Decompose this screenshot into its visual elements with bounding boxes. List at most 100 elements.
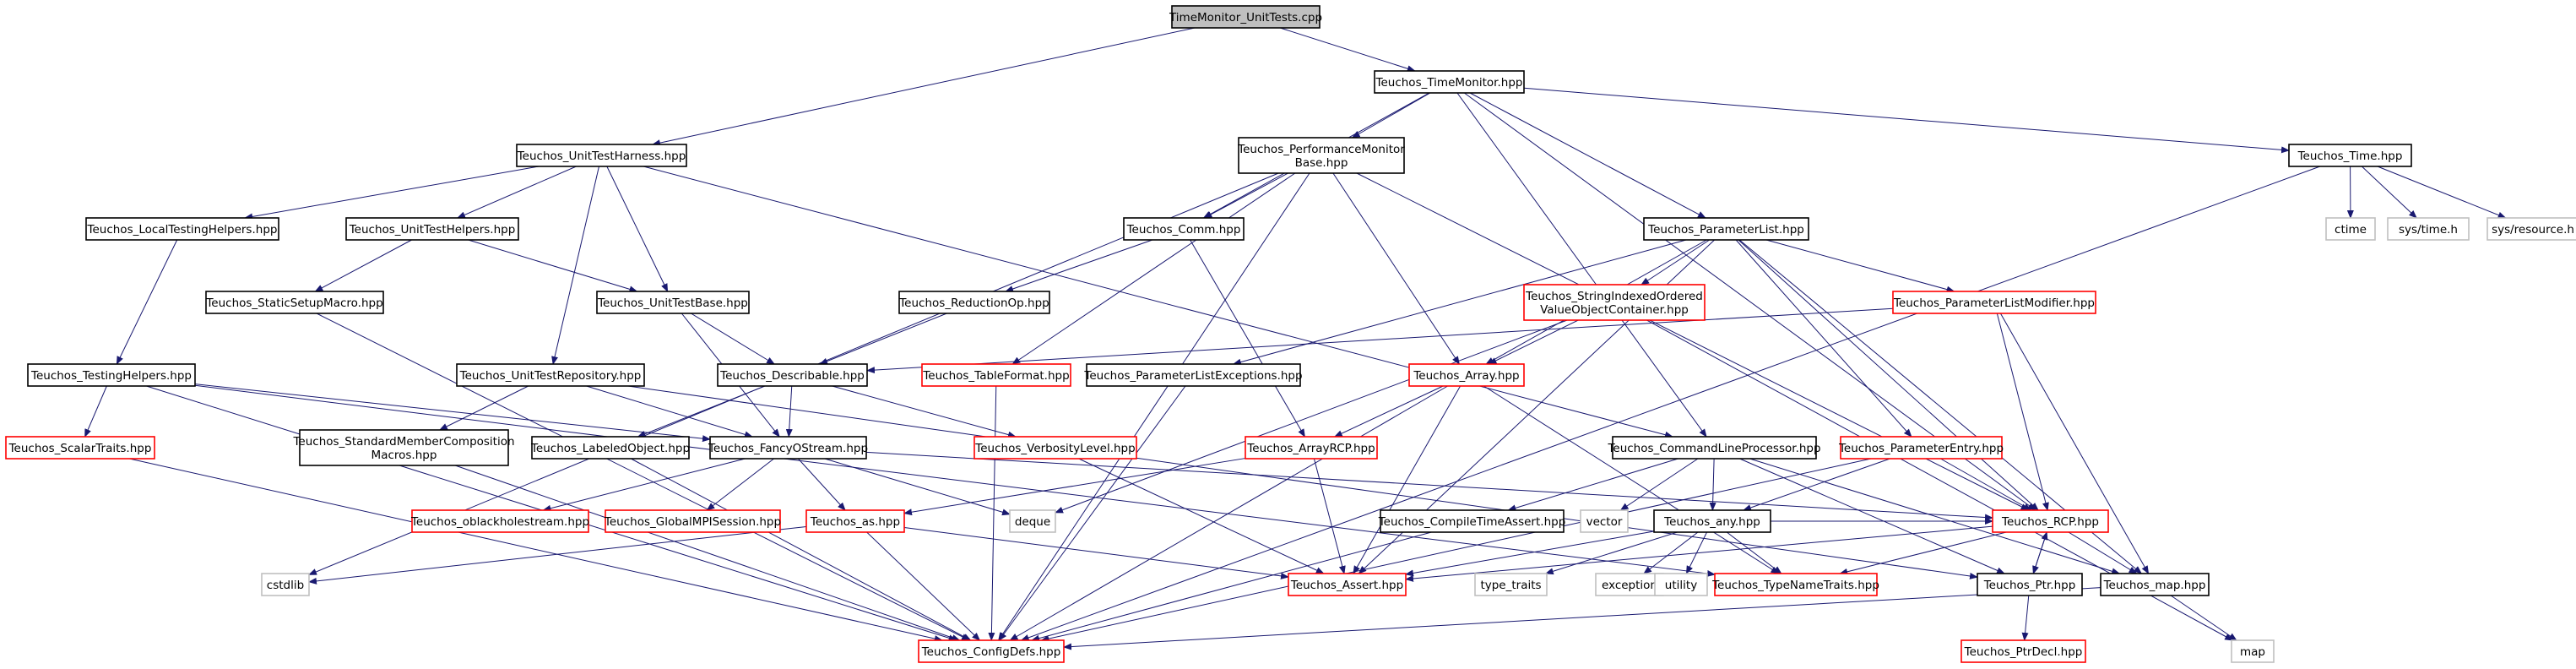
node-typetraits: type_traits: [1474, 573, 1548, 596]
node-globalmpi[interactable]: Teuchos_GlobalMPISession.hpp: [604, 509, 781, 533]
edge-any-to-exception: [1643, 531, 1699, 574]
node-vector: vector: [1580, 509, 1629, 533]
node-label: Teuchos_Describable.hpp: [719, 369, 865, 383]
edge-describable-to-verbositylevel: [832, 385, 1017, 438]
node-verbositylevel[interactable]: Teuchos_VerbosityLevel.hpp: [973, 436, 1137, 460]
node-oblackhole[interactable]: Teuchos_oblackholestream.hpp: [410, 509, 589, 533]
node-typenametraits[interactable]: Teuchos_TypeNameTraits.hpp: [1711, 573, 1879, 596]
edge-root-to-unittestharness: [652, 27, 1196, 147]
node-label: Teuchos_ScalarTraits.hpp: [8, 442, 152, 455]
node-unittestrepo[interactable]: Teuchos_UnitTestRepository.hpp: [456, 363, 645, 387]
node-reductionop[interactable]: Teuchos_ReductionOp.hpp: [898, 291, 1050, 314]
node-label: Teuchos_CompileTimeAssert.hpp: [1378, 515, 1566, 529]
node-paramlistmodifier[interactable]: Teuchos_ParameterListModifier.hpp: [1892, 291, 2096, 314]
node-array[interactable]: Teuchos_Array.hpp: [1408, 363, 1525, 387]
node-label: map: [2240, 645, 2265, 659]
edge-time-to-sysresource: [2377, 166, 2507, 219]
edge-reductionop-to-describable: [819, 313, 947, 365]
node-box: [516, 144, 687, 167]
node-configdefs[interactable]: Teuchos_ConfigDefs.hpp: [918, 639, 1065, 663]
node-unittesthelpers[interactable]: Teuchos_UnitTestHelpers.hpp: [345, 217, 519, 241]
edge-map_hpp-to-configdefs: [1063, 587, 2101, 650]
node-box: [1374, 70, 1525, 94]
edge-comm-to-reductionop: [1005, 239, 1153, 292]
edge-tableformat-to-configdefs: [988, 385, 997, 641]
node-paramentry[interactable]: Teuchos_ParameterEntry.hpp: [1838, 436, 2004, 460]
node-time[interactable]: Teuchos_Time.hpp: [2288, 144, 2412, 167]
node-box: [973, 436, 1137, 460]
node-box: [709, 436, 867, 460]
node-localtesting[interactable]: Teuchos_LocalTestingHelpers.hpp: [85, 217, 279, 241]
edge-map_hpp-to-map: [2170, 595, 2237, 641]
node-assert[interactable]: Teuchos_Assert.hpp: [1288, 573, 1407, 596]
node-stdmembercomp[interactable]: Teuchos_StandardMemberCompositionMacros.…: [292, 429, 515, 466]
node-label: Teuchos_GlobalMPISession.hpp: [604, 515, 781, 529]
node-paramlistexc[interactable]: Teuchos_ParameterListExceptions.hpp: [1083, 363, 1303, 387]
node-stringindexed[interactable]: Teuchos_StringIndexedOrderedValueObjectC…: [1523, 284, 1706, 321]
node-comm[interactable]: Teuchos_Comm.hpp: [1123, 217, 1245, 241]
node-label: deque: [1015, 515, 1050, 529]
node-label: Teuchos_oblackholestream.hpp: [410, 515, 589, 529]
node-testinghelpers[interactable]: Teuchos_TestingHelpers.hpp: [27, 363, 196, 387]
node-cmdlineproc[interactable]: Teuchos_CommandLineProcessor.hpp: [1607, 436, 1821, 460]
node-paramlist[interactable]: Teuchos_ParameterList.hpp: [1643, 217, 1809, 241]
node-label: Teuchos_UnitTestHelpers.hpp: [349, 223, 516, 237]
edge-ptr-to-rcp: [2032, 531, 2048, 574]
node-box: [411, 509, 589, 533]
node-map_hpp[interactable]: Teuchos_map.hpp: [2100, 573, 2210, 596]
node-describable[interactable]: Teuchos_Describable.hpp: [717, 363, 868, 387]
edge-describable-to-fancyostream: [785, 385, 793, 438]
node-label: Teuchos_ReductionOp.hpp: [898, 296, 1049, 310]
node-unittestbase[interactable]: Teuchos_UnitTestBase.hpp: [596, 291, 750, 314]
node-label: Teuchos_StringIndexedOrdered: [1525, 290, 1703, 303]
node-tableformat[interactable]: Teuchos_TableFormat.hpp: [921, 363, 1071, 387]
node-ptr[interactable]: Teuchos_Ptr.hpp: [1977, 573, 2083, 596]
node-unittestharness[interactable]: Teuchos_UnitTestHarness.hpp: [516, 144, 687, 167]
node-compiletimeassert[interactable]: Teuchos_CompileTimeAssert.hpp: [1378, 509, 1566, 533]
node-root[interactable]: TimeMonitor_UnitTests.cpp: [1169, 5, 1322, 29]
edge-perfmonbase-to-array: [1332, 172, 1460, 365]
node-fancyostream[interactable]: Teuchos_FancyOStream.hpp: [708, 436, 868, 460]
node-box: [2288, 144, 2412, 167]
node-cstdlib: cstdlib: [261, 573, 310, 596]
edge-paramentry-to-configdefs: [1040, 458, 1872, 642]
node-label: Teuchos_VerbosityLevel.hpp: [974, 442, 1135, 455]
node-arrayrcp[interactable]: Teuchos_ArrayRCP.hpp: [1245, 436, 1378, 460]
node-scalartraits[interactable]: Teuchos_ScalarTraits.hpp: [5, 436, 155, 460]
node-box: [1245, 436, 1378, 460]
node-label: Teuchos_as.hpp: [810, 515, 900, 529]
node-staticsetup[interactable]: Teuchos_StaticSetupMacro.hpp: [205, 291, 384, 314]
edge-cmdlineproc-to-compiletimeassert: [1507, 458, 1678, 512]
node-label: TimeMonitor_UnitTests.cpp: [1169, 11, 1322, 24]
node-systime: sys/time.h: [2387, 217, 2470, 241]
edge-paramlistmodifier-to-map_hpp: [1999, 313, 2150, 574]
node-label: Teuchos_ParameterListModifier.hpp: [1893, 296, 2095, 310]
node-label: sys/time.h: [2399, 223, 2458, 237]
edge-describable-to-labeledobject: [637, 385, 766, 438]
edge-verbositylevel-to-assert: [1078, 458, 1325, 574]
edge-perfmonbase-to-comm: [1203, 172, 1288, 219]
node-rcp[interactable]: Teuchos_RCP.hpp: [1992, 509, 2109, 533]
edge-compiletimeassert-to-configdefs: [1031, 531, 1432, 642]
node-box: [531, 436, 690, 460]
node-label: Teuchos_TypeNameTraits.hpp: [1711, 579, 1879, 592]
node-label: Teuchos_Comm.hpp: [1126, 223, 1241, 237]
node-ptrdecl[interactable]: Teuchos_PtrDecl.hpp: [1960, 639, 2086, 663]
node-label: Teuchos_ParameterEntry.hpp: [1838, 442, 2004, 455]
node-as[interactable]: Teuchos_as.hpp: [805, 509, 905, 533]
node-any[interactable]: Teuchos_any.hpp: [1653, 509, 1771, 533]
node-labeledobject[interactable]: Teuchos_LabeledObject.hpp: [530, 436, 690, 460]
node-label: type_traits: [1480, 579, 1541, 592]
node-box: [596, 291, 750, 314]
edge-fancyostream-to-rcp: [865, 451, 1993, 521]
edge-fancyostream-to-oblackhole: [542, 458, 746, 512]
edge-rcp-to-typenametraits: [1839, 531, 2007, 575]
node-timemonitor[interactable]: Teuchos_TimeMonitor.hpp: [1374, 70, 1525, 94]
node-label: Teuchos_UnitTestBase.hpp: [597, 296, 748, 310]
edge-paramlist-to-stringindexed: [1641, 239, 1710, 286]
node-label: Teuchos_map.hpp: [2103, 579, 2206, 592]
edge-unittestrepo-to-ptr: [627, 385, 1978, 579]
node-box: [1612, 436, 1817, 460]
